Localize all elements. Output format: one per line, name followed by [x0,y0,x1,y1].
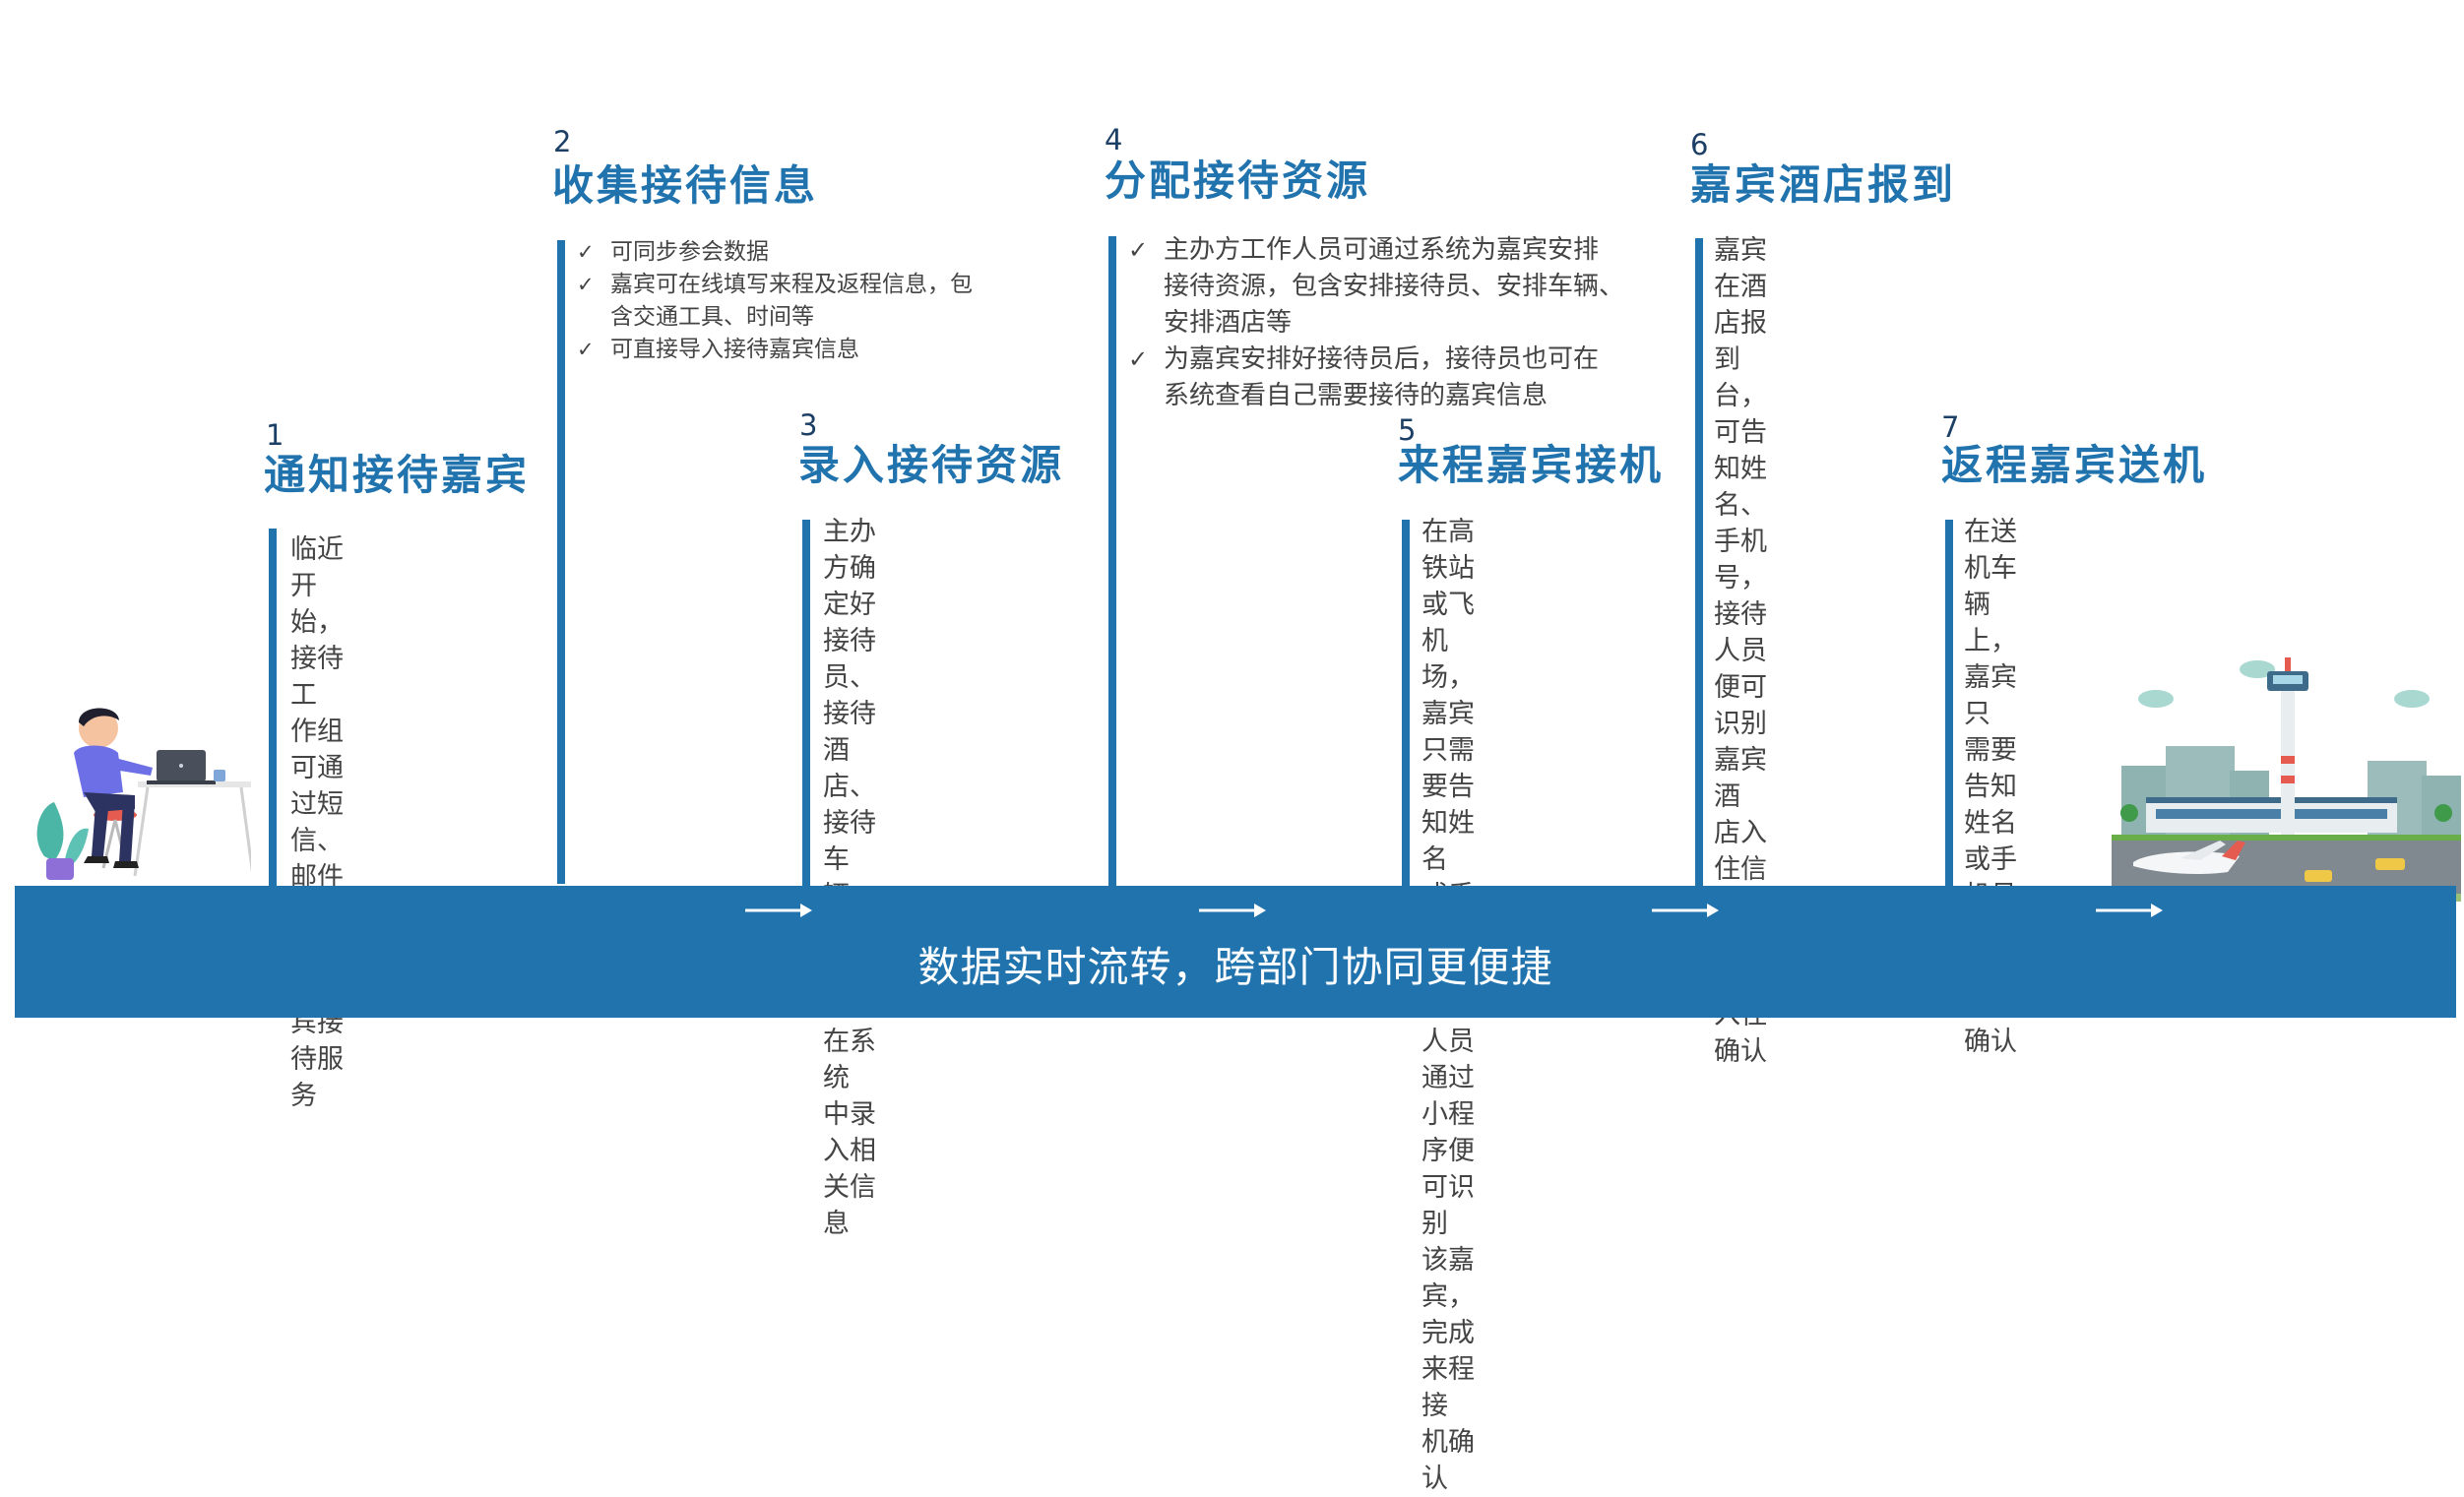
step-description: 主办方确定好接待员、 接待酒店、接待车辆、 班车时间后可在系统 中录入相关信息 [823,514,876,1242]
step-divider [802,520,810,886]
desc-line: 接待酒店、接待车辆、 [823,699,876,911]
step-title: 录入接待资源 [798,441,1065,489]
desc-line: 宾接待服务 [290,1008,344,1111]
desc-line: 中录入相关信息 [823,1099,876,1239]
list-item: ✓ 可直接导入接待嘉宾信息 [577,334,1069,366]
step-description: ✓ 主办方工作人员可通过系统为嘉宾安排 接待资源，包含安排接待员、安排车辆、 安… [1128,232,1719,414]
step-divider [1108,236,1116,886]
step-divider [557,240,565,884]
step-divider [1695,238,1703,886]
arrow-right-icon [745,904,812,917]
airport-illustration [2112,657,2461,902]
person-at-desk-illustration [36,708,251,880]
step-title: 返程嘉宾送机 [1941,441,2208,489]
list-item: ✓ 主办方工作人员可通过系统为嘉宾安排 接待资源，包含安排接待员、安排车辆、 安… [1128,232,1719,342]
step-number: 4 [1105,123,1123,156]
check-icon: ✓ [1128,345,1149,373]
step-title: 收集接待信息 [552,161,819,210]
list-item: ✓ 可同步参会数据 [577,236,1069,269]
desc-line: 作组可通过短信、 [290,717,344,856]
step-number: 3 [799,408,818,442]
step-title: 嘉宾酒店报到 [1690,160,1957,209]
desc-line: 通过小程序便可识别 [1422,1063,1475,1239]
check-icon: ✓ [577,338,595,361]
step-divider [269,529,277,886]
desc-line: 机确认 [1422,1427,1475,1494]
check-icon: ✓ [1128,236,1149,264]
check-icon: ✓ [577,240,595,264]
desc-line: 在送机车辆上，嘉宾只 [1964,517,2017,729]
list-item: ✓ 为嘉宾安排好接待员后，接待员也可在 系统查看自己需要接待的嘉宾信息 [1128,342,1719,414]
arrow-right-icon [1199,904,1266,917]
step-number: 6 [1690,128,1709,161]
arrow-right-icon [1652,904,1719,917]
arrow-right-icon [2096,904,2163,917]
desc-line: 该嘉宾，完成来程接 [1422,1245,1475,1421]
banner-text: 数据实时流转，跨部门协同更便捷 [917,943,1553,991]
step-number: 7 [1941,410,1960,444]
desc-line: 嘉宾在酒店报到台，可告知姓名、 [1714,235,1767,521]
desc-line: 临近开始，接待工 [290,534,344,711]
step-divider [1402,520,1410,886]
list-item: ✓ 嘉宾可在线填写来程及返程信息，包 含交通工具、时间等 [577,269,1069,334]
step-number: 1 [266,418,284,452]
step-description: ✓ 可同步参会数据 ✓ 嘉宾可在线填写来程及返程信息，包 含交通工具、时间等 ✓… [577,236,1069,366]
desc-line: 主办方确定好接待员、 [823,517,876,693]
step-title: 分配接待资源 [1105,156,1371,205]
desc-line: 在高铁站或飞机场， [1422,517,1475,693]
check-icon: ✓ [577,273,595,296]
step-number: 5 [1398,413,1417,447]
step-number: 2 [553,125,572,158]
desc-line: 手机号，接待人员便可识别嘉宾酒 [1714,527,1767,812]
bottom-banner: 数据实时流转，跨部门协同更便捷 [15,886,2456,1018]
step-title: 来程嘉宾接机 [1398,441,1665,489]
step-divider [1945,520,1953,886]
desc-line: 嘉宾只需要告知姓名 [1422,699,1475,875]
step-title: 通知接待嘉宾 [264,451,531,499]
step-description: 临近开始，接待工 作组可通过短信、 邮件等方式告知嘉 宾接待服务 [290,531,344,1114]
